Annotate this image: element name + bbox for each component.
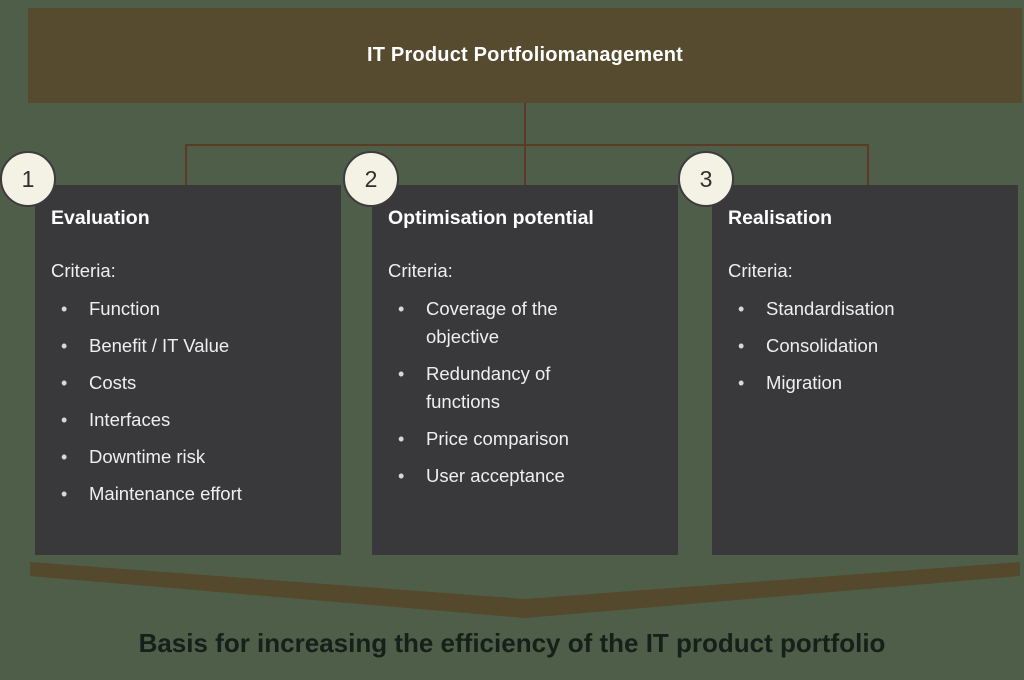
criteria-list: • Coverage of the objective • Redundancy… xyxy=(372,295,678,490)
bullet-icon: • xyxy=(61,447,68,467)
list-item: • Maintenance effort xyxy=(61,480,341,508)
step-number: 1 xyxy=(21,165,35,192)
bullet-icon: • xyxy=(738,373,745,393)
item-text: Function xyxy=(89,298,160,319)
item-text: Consolidation xyxy=(766,335,879,356)
item-text: Maintenance effort xyxy=(89,483,242,504)
step-badge-1: 1 xyxy=(0,151,56,207)
diagram-title: IT Product Portfoliomanagement xyxy=(366,44,684,66)
step-badge-3: 3 xyxy=(678,151,734,207)
card-title: Optimisation potential xyxy=(388,207,594,229)
list-item: • User acceptance xyxy=(398,462,678,490)
bullet-icon: • xyxy=(61,484,68,504)
list-item: • Interfaces xyxy=(61,406,341,434)
bullet-icon: • xyxy=(738,336,745,356)
list-item: • Standardisation xyxy=(738,295,1018,323)
card-realisation: Realisation Criteria: • Standardisation … xyxy=(712,185,1018,555)
card-title: Evaluation xyxy=(51,207,150,229)
card-optimisation-potential: Optimisation potential Criteria: • Cover… xyxy=(372,185,678,555)
footer-caption: Basis for increasing the efficiency of t… xyxy=(138,628,886,658)
bullet-icon: • xyxy=(738,299,745,319)
list-item: • Price comparison xyxy=(398,425,678,453)
item-text: Price comparison xyxy=(426,428,569,449)
item-text: Costs xyxy=(89,372,137,393)
bullet-icon: • xyxy=(61,336,68,356)
item-text: User acceptance xyxy=(426,465,565,486)
list-item: • Migration xyxy=(738,369,1018,397)
down-arrow-band xyxy=(30,562,1020,618)
list-item: • Function xyxy=(61,295,341,323)
criteria-list: • Standardisation • Consolidation • Migr… xyxy=(712,295,1018,397)
card-evaluation: Evaluation Criteria: • Function • Benefi… xyxy=(35,185,341,555)
item-text: Downtime risk xyxy=(89,446,206,467)
bullet-icon: • xyxy=(398,429,405,449)
item-text: Migration xyxy=(766,372,843,393)
list-item: • Consolidation xyxy=(738,332,1018,360)
connector-left-vertical-line xyxy=(185,144,187,185)
criteria-list: • Function • Benefit / IT Value • Costs … xyxy=(35,295,341,508)
card-title: Realisation xyxy=(728,207,833,229)
bullet-icon: • xyxy=(61,373,68,393)
item-text: Interfaces xyxy=(89,409,171,430)
list-item: • Benefit / IT Value xyxy=(61,332,341,360)
step-number: 3 xyxy=(699,165,713,192)
criteria-label: Criteria: xyxy=(388,260,453,281)
list-item: • Downtime risk xyxy=(61,443,341,471)
criteria-label: Criteria: xyxy=(728,260,793,281)
item-text: Coverage of the objective xyxy=(426,298,558,347)
bullet-icon: • xyxy=(61,299,68,319)
item-text: Standardisation xyxy=(766,298,895,319)
item-text: Redundancy of functions xyxy=(426,363,551,412)
bullet-icon: • xyxy=(61,410,68,430)
bullet-icon: • xyxy=(398,466,405,486)
header-bar: IT Product Portfoliomanagement xyxy=(28,8,1022,103)
bullet-icon: • xyxy=(398,299,405,319)
criteria-label: Criteria: xyxy=(51,260,116,281)
bullet-icon: • xyxy=(398,364,405,384)
step-number: 2 xyxy=(364,165,378,192)
list-item: • Redundancy of functions xyxy=(398,360,678,416)
step-badge-2: 2 xyxy=(343,151,399,207)
list-item: • Costs xyxy=(61,369,341,397)
item-text: Benefit / IT Value xyxy=(89,335,230,356)
list-item: • Coverage of the objective xyxy=(398,295,678,351)
connector-right-vertical-line xyxy=(867,144,869,185)
connector-horizontal-line xyxy=(185,144,869,146)
